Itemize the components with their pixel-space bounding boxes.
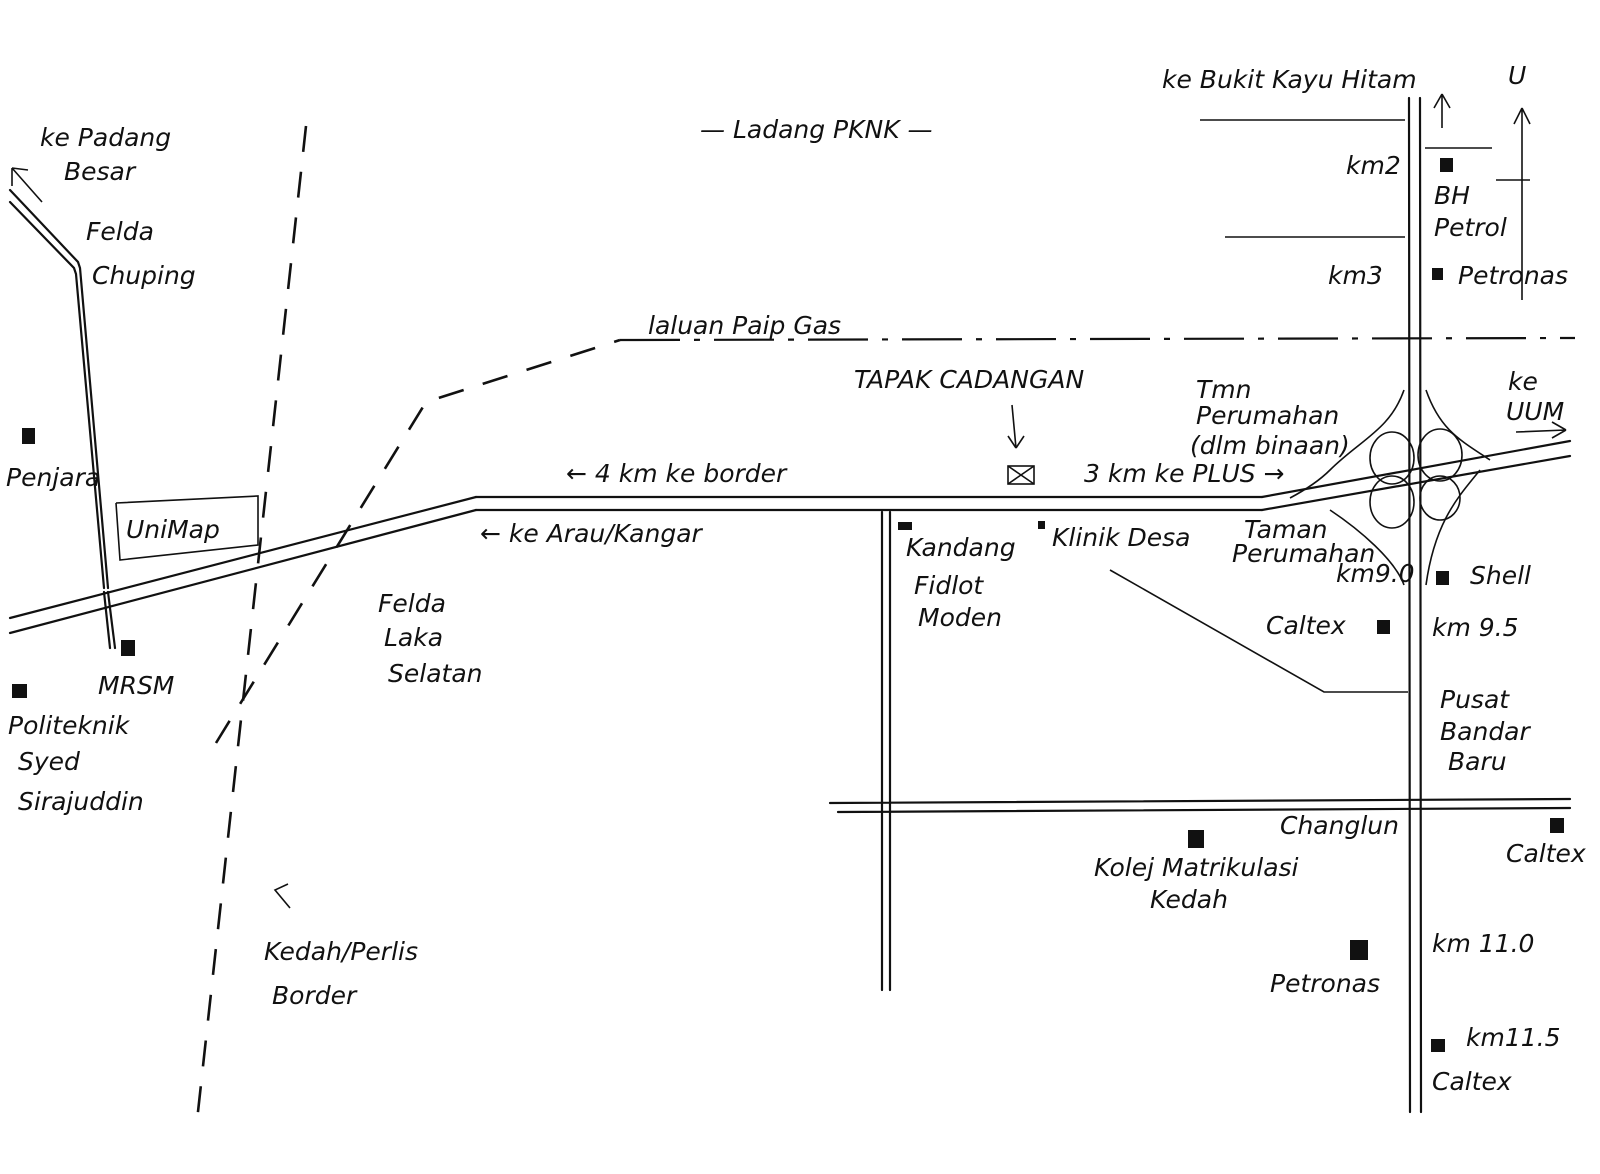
label-mrsm: MRSM	[98, 671, 174, 700]
poi-marker-politeknik	[12, 684, 27, 698]
poi-marker-shell	[1436, 571, 1449, 585]
label-ke-arau-kangar: ← ke Arau/Kangar	[480, 519, 704, 548]
arrows	[11, 93, 1567, 909]
road-main-west	[8, 495, 478, 620]
label-felda-chuping: Felda	[86, 217, 154, 246]
label-caltex-right: Caltex	[1506, 839, 1586, 868]
road-mrsm-edge	[102, 590, 112, 650]
label-kedah-perlis-border: Kedah/Perlis	[264, 937, 418, 966]
poi-marker-caltex-right	[1550, 818, 1564, 833]
label-bh-petrol: Petrol	[1434, 213, 1507, 242]
label-ladang-pknk: — Ladang PKNK —	[700, 115, 933, 144]
label-north: U	[1508, 61, 1526, 90]
poi-marker-mrsm	[121, 640, 135, 656]
label-4km-border: ← 4 km ke border	[566, 459, 788, 488]
arrow-icon	[273, 883, 291, 909]
label-petronas-top: Petronas	[1458, 261, 1568, 290]
label-politeknik: Sirajuddin	[18, 787, 144, 816]
label-felda-laka-selatan: Laka	[384, 623, 443, 652]
label-felda-laka-selatan: Felda	[378, 589, 446, 618]
poi-marker-klinik	[1038, 521, 1045, 529]
label-ke-padang-besar: ke Padang	[40, 123, 171, 152]
poi-marker-km2	[1440, 158, 1453, 172]
road-main-east	[1260, 439, 1572, 499]
label-laluan-paip-gas: laluan Paip Gas	[648, 311, 841, 340]
label-kandang-fidlot: Fidlot	[914, 571, 984, 600]
gas-pipe-route-east	[619, 336, 1576, 342]
unimap-outline	[115, 495, 259, 561]
arrow-icon	[1007, 404, 1025, 449]
label-kandang-fidlot: Kandang	[906, 533, 1016, 562]
label-caltex-mid: Caltex	[1266, 611, 1346, 640]
label-taman-perumahan: Taman	[1244, 515, 1327, 544]
label-kolej-matrikulasi: Kedah	[1150, 885, 1228, 914]
label-ke-padang-besar: Besar	[64, 157, 137, 186]
site-marker-icon	[1007, 465, 1035, 485]
label-kedah-perlis-border: Border	[272, 981, 358, 1010]
poi-marker-caltex-mid	[1377, 620, 1390, 634]
label-caltex-bottom: Caltex	[1432, 1067, 1512, 1096]
label-km11-0: km 11.0	[1432, 929, 1534, 958]
highway-ns-edge	[1418, 96, 1423, 1114]
label-bh-petrol: BH	[1434, 181, 1470, 210]
poi-marker-petronas-top	[1432, 268, 1443, 280]
road-pusat-bandar	[1109, 569, 1408, 693]
road-mrsm	[106, 590, 117, 650]
label-petronas-bottom: Petronas	[1270, 969, 1380, 998]
label-km9-0: km9.0	[1336, 559, 1415, 588]
label-tmn-perumahan: Perumahan	[1196, 401, 1339, 430]
label-tmn-perumahan: (dlm binaan)	[1190, 431, 1350, 460]
poi-marker-petronas-bottom	[1350, 940, 1368, 960]
road-main-east-edge	[1260, 454, 1572, 512]
roads	[8, 96, 1572, 1114]
label-ke-uum: UUM	[1506, 397, 1564, 426]
highway-ns	[1407, 96, 1412, 1114]
label-pusat-bandar-baru: Pusat	[1440, 685, 1510, 714]
arrow-icon	[1433, 93, 1451, 128]
label-3km-plus: 3 km ke PLUS →	[1084, 459, 1285, 488]
label-unimap: UniMap	[126, 515, 220, 544]
label-km11-5: km11.5	[1466, 1023, 1561, 1052]
road-main-west-edge	[8, 508, 478, 635]
label-ke-uum: ke	[1508, 367, 1538, 396]
arrow-icon	[1515, 421, 1567, 439]
label-felda-laka-selatan: Selatan	[388, 659, 482, 688]
label-km3: km3	[1328, 261, 1383, 290]
poi-marker-kandang	[898, 522, 912, 530]
road-changlun-edge	[836, 806, 1572, 814]
map-labels: ke Padang Besar Felda Chuping — Ladang P…	[6, 61, 1586, 1096]
state-border-line	[194, 125, 308, 1131]
poi-marker-kolej	[1188, 830, 1204, 848]
label-politeknik: Syed	[18, 747, 80, 776]
label-tmn-perumahan: Tmn	[1196, 375, 1251, 404]
label-felda-chuping: Chuping	[92, 261, 196, 290]
label-shell: Shell	[1470, 561, 1531, 590]
label-km9-5: km 9.5	[1432, 613, 1519, 642]
label-klinik-desa: Klinik Desa	[1052, 523, 1190, 552]
poi-marker-km11-5	[1431, 1039, 1445, 1052]
label-ke-bukit-kayu-hitam: ke Bukit Kayu Hitam	[1162, 65, 1417, 94]
label-changlun: Changlun	[1280, 811, 1399, 840]
label-kolej-matrikulasi: Kolej Matrikulasi	[1094, 853, 1299, 882]
label-kandang-fidlot: Moden	[918, 603, 1002, 632]
arrow-icon	[11, 167, 43, 203]
poi-marker-penjara	[22, 428, 35, 444]
label-politeknik: Politeknik	[8, 711, 131, 740]
road-padang-besar-edge	[8, 200, 106, 590]
road-padang-besar	[8, 188, 110, 590]
arrow-icon	[1513, 107, 1531, 300]
road-changlun	[828, 797, 1572, 805]
label-penjara: Penjara	[6, 463, 100, 492]
label-tapak-cadangan: TAPAK CADANGAN	[854, 365, 1084, 394]
label-km2: km2	[1346, 151, 1401, 180]
interchange	[1289, 389, 1491, 586]
label-pusat-bandar-baru: Baru	[1448, 747, 1507, 776]
markers	[12, 158, 1564, 1052]
boundaries	[194, 125, 1576, 1131]
label-taman-perumahan: Perumahan	[1232, 539, 1375, 568]
label-pusat-bandar-baru: Bandar	[1440, 717, 1532, 746]
